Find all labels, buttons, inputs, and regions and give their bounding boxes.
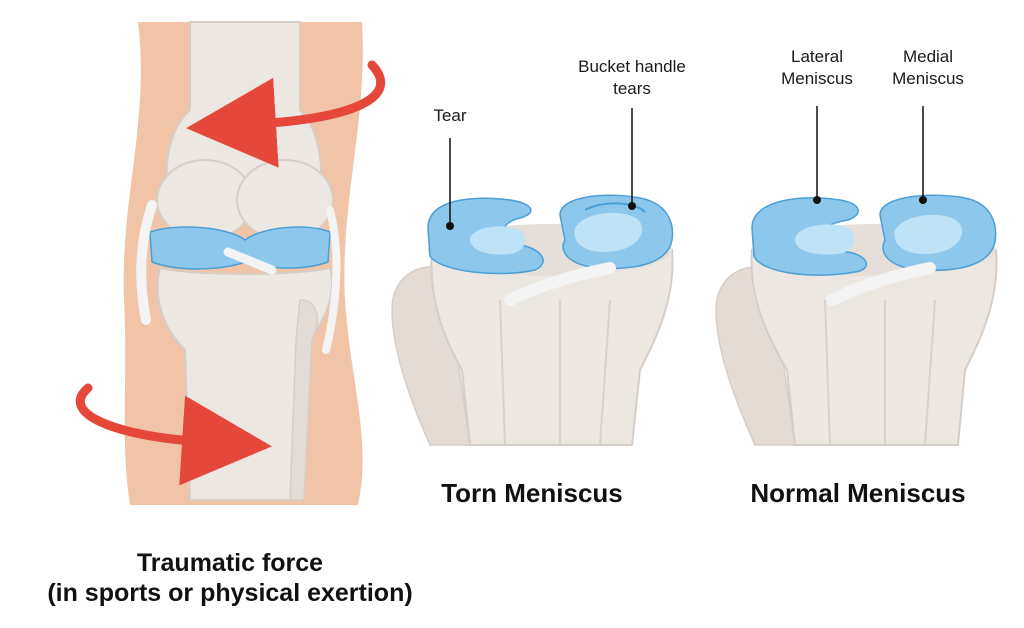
fibula xyxy=(289,299,319,501)
normal-tibia xyxy=(750,249,998,446)
force-arrow-bottom xyxy=(75,383,272,486)
torn-meniscus-title: Torn Meniscus xyxy=(441,478,623,508)
torn-tibia xyxy=(430,249,674,446)
torn-meniscus-illustration xyxy=(391,108,674,446)
label-lateral-meniscus: Lateral Meniscus xyxy=(772,46,862,90)
label-bucket-handle-tears: Bucket handle tears xyxy=(562,56,702,100)
label-lateral-line1: Lateral xyxy=(791,47,843,66)
ligament-left xyxy=(136,200,157,325)
label-medial-meniscus: Medial Meniscus xyxy=(883,46,973,90)
label-lateral-line2: Meniscus xyxy=(781,69,853,88)
ligament-center xyxy=(223,247,277,275)
ligament-right xyxy=(322,206,341,354)
label-bucket-line1: Bucket handle xyxy=(578,57,686,76)
force-arrow-top xyxy=(186,60,386,168)
label-tear: Tear xyxy=(433,106,467,125)
knee-meniscus xyxy=(149,226,331,270)
caption-line1: Traumatic force xyxy=(136,549,324,577)
knee-illustration xyxy=(123,21,363,505)
label-medial-line2: Meniscus xyxy=(892,69,964,88)
label-medial-line1: Medial xyxy=(902,47,954,66)
label-bucket-line2: tears xyxy=(613,79,651,98)
traumatic-force-caption: Traumatic force (in sports or physical e… xyxy=(10,548,450,608)
caption-line2: (in sports or physical exertion) xyxy=(47,579,413,607)
normal-meniscus-title: Normal Meniscus xyxy=(750,478,966,508)
normal-meniscus-illustration xyxy=(715,106,998,446)
